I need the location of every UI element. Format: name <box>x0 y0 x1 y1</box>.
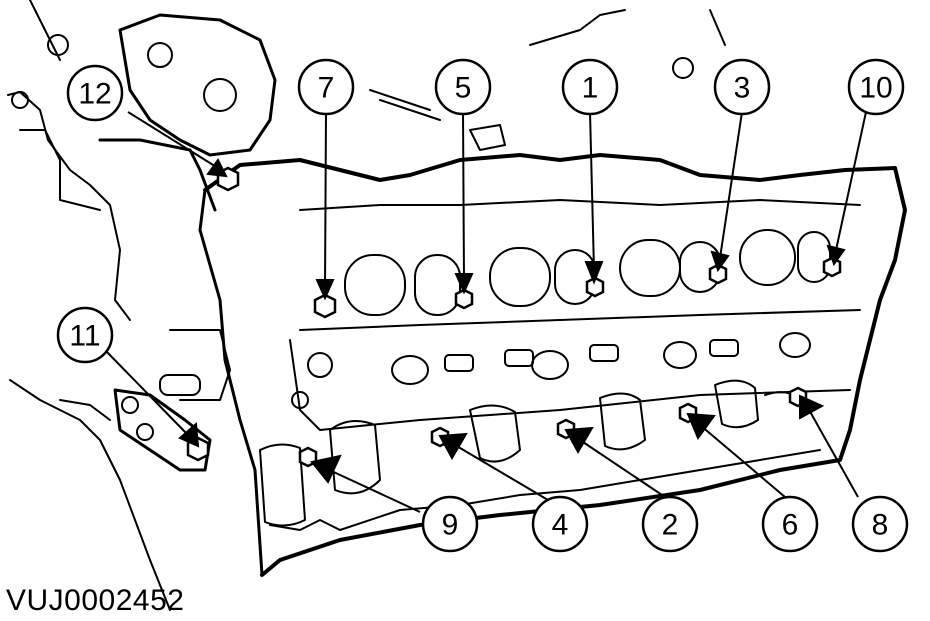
callout-label-5: 5 <box>455 72 472 105</box>
leader-lines <box>104 111 867 513</box>
callout-circle-11 <box>56 306 114 364</box>
callout-circle-6 <box>761 495 819 553</box>
callout-circle-8 <box>851 495 909 553</box>
callout-label-9: 9 <box>442 509 459 542</box>
callout-label-4: 4 <box>552 509 569 542</box>
callout-circle-5 <box>434 58 492 116</box>
bolt-head-7 <box>313 293 337 319</box>
callout-label-12: 12 <box>78 78 111 111</box>
callout-circle-7 <box>297 58 355 116</box>
callout-label-7: 7 <box>318 72 335 105</box>
figure-reference-code: VUJ0002452 <box>6 584 185 617</box>
bolt-heads <box>186 166 842 468</box>
callout-circle-9 <box>421 495 479 553</box>
callout-label-2: 2 <box>662 509 679 542</box>
callout-label-3: 3 <box>734 72 751 105</box>
callout-circle-3 <box>713 58 771 116</box>
callout-circle-1 <box>561 58 619 116</box>
callout-label-6: 6 <box>782 509 799 542</box>
ports <box>291 332 811 409</box>
bolt-head-5 <box>454 288 474 310</box>
callout-label-11: 11 <box>69 320 100 353</box>
upper-journals <box>344 229 831 316</box>
callout-circle-2 <box>641 495 699 553</box>
callout-circle-4 <box>531 495 589 553</box>
callout-label-8: 8 <box>872 509 889 542</box>
bolt-head-3 <box>708 263 728 285</box>
bolt-head-1 <box>585 276 605 298</box>
callouts <box>56 58 909 553</box>
line-art <box>7 0 907 611</box>
callout-circle-12 <box>66 64 124 122</box>
lower-journals <box>259 379 801 527</box>
callout-label-10: 10 <box>859 72 892 105</box>
callout-circle-10 <box>847 58 905 116</box>
callout-label-1: 1 <box>582 72 599 105</box>
callout-labels: 1 2 3 4 5 6 7 8 9 10 11 12 <box>69 72 892 542</box>
